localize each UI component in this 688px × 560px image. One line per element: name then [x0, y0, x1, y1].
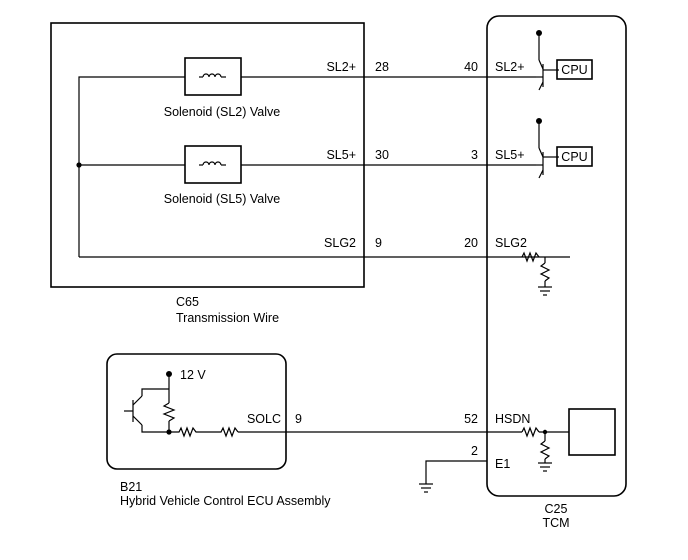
transistor-sl2-icon [536, 30, 559, 91]
ground-icon [419, 483, 433, 493]
c65-pin-sl5: 30 [375, 148, 389, 162]
hsdn-internal-block [568, 408, 616, 456]
cpu-label-sl5: CPU [561, 150, 587, 164]
junction-dot [76, 162, 82, 168]
cpu-box-sl5 [556, 146, 593, 167]
slg2-ground-resistor-icon [521, 251, 552, 296]
c65-label-sl2: SL2+ [326, 60, 356, 74]
solenoid-sl2-box [184, 57, 242, 96]
tcm-name: TCM [542, 516, 569, 530]
tcm-label-hsdn: HSDN [495, 412, 530, 426]
b21-code: B21 [120, 480, 142, 494]
tcm-pin-slg2: 20 [464, 236, 478, 250]
series-resistors-icon [169, 426, 239, 438]
pullup-resistor-icon [162, 402, 176, 422]
solenoid-sl2 [184, 57, 242, 96]
b21-box [106, 353, 287, 470]
c65-label-slg2: SLG2 [324, 236, 356, 250]
c65-pin-slg2: 9 [375, 236, 382, 250]
voltage-label: 12 V [180, 368, 206, 382]
c65-code: C65 [176, 295, 199, 309]
solenoid-return-wire [78, 76, 185, 257]
b21-pin-solc: 9 [295, 412, 302, 426]
tcm-label-sl2: SL2+ [495, 60, 525, 74]
b21-name: Hybrid Vehicle Control ECU Assembly [120, 494, 331, 508]
solenoid-sl5 [184, 145, 242, 184]
tcm-label-sl5: SL5+ [495, 148, 525, 162]
tcm-code: C25 [545, 502, 568, 516]
c65-connector-box [50, 22, 365, 288]
transistor-b21-icon [124, 388, 169, 433]
hsdn-ground-resistor-icon [521, 426, 569, 472]
tcm-pin-e1: 2 [471, 444, 478, 458]
tcm-label-e1: E1 [495, 457, 510, 471]
c65-label-sl5: SL5+ [326, 148, 356, 162]
tcm-pin-sl2: 40 [464, 60, 478, 74]
tcm-box [486, 15, 627, 497]
tcm-pin-sl5: 3 [471, 148, 478, 162]
junction-dot [542, 429, 548, 435]
b21-label-solc: SOLC [247, 412, 281, 426]
wire-e1 [425, 460, 487, 484]
solenoid-sl5-label: Solenoid (SL5) Valve [164, 192, 281, 206]
c65-name: Transmission Wire [176, 311, 279, 325]
tcm-label-slg2: SLG2 [495, 236, 527, 250]
solenoid-sl2-label: Solenoid (SL2) Valve [164, 105, 281, 119]
cpu-label-sl2: CPU [561, 63, 587, 77]
coil-icon [202, 161, 222, 166]
solenoid-sl5-box [184, 145, 242, 184]
tcm-pin-hsdn: 52 [464, 412, 478, 426]
transistor-sl5-icon [536, 118, 559, 179]
coil-icon [202, 73, 222, 78]
cpu-box-sl2 [556, 59, 593, 80]
c65-pin-sl2: 28 [375, 60, 389, 74]
